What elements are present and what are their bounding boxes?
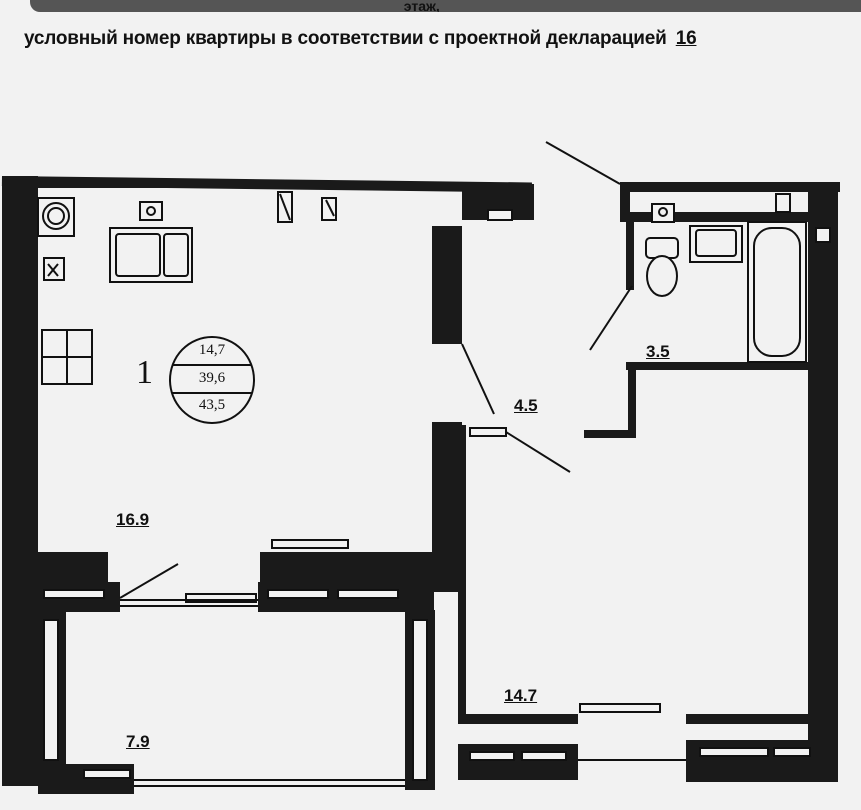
windows [120,427,686,787]
bath-vent-icon [815,227,831,243]
total-area: 39,6 [198,370,226,386]
header-title: условный номер квартиры в соответствии с… [24,28,667,49]
top-bar [30,0,861,12]
living-area: 14,7 [198,342,226,358]
kitchen-fixtures [37,191,337,385]
wall-left [2,176,38,786]
door-swings [119,141,633,599]
bathroom-fixtures [487,193,831,363]
room-label-bedroom: 14.7 [504,686,538,705]
room-label-loggia: 7.9 [126,732,150,751]
room-count: 1 [136,354,153,391]
room-label-hall: 4.5 [514,396,538,415]
page-header: условный номер квартиры в соответствии с… [24,28,697,50]
vent-icon-2 [321,197,337,221]
total-area-with-balcony: 43,5 [198,397,226,413]
floor-label: _этаж, [396,0,440,12]
area-badge [169,336,255,424]
room-label-bathroom: 3.5 [646,342,670,361]
apartment-number: 16 [675,28,697,49]
hall-vent-icon [487,209,513,221]
window-strips [43,589,811,781]
room-label-kitchen: 16.9 [116,510,150,529]
